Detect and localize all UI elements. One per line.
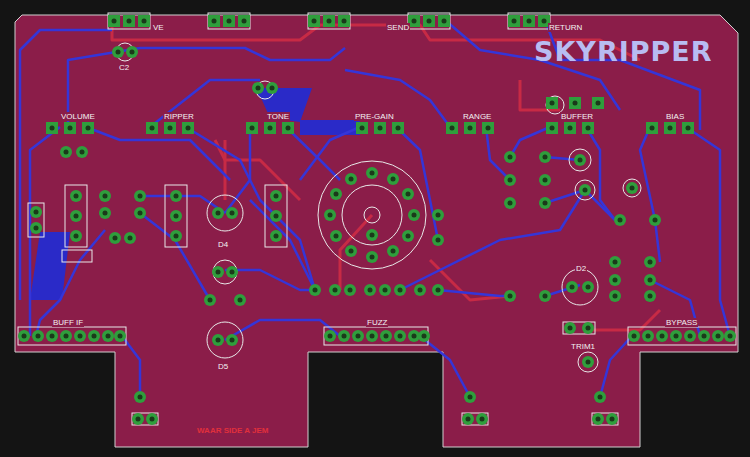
silkscreen-label: SEND	[386, 23, 410, 32]
board-title: SKYRIPPER	[533, 37, 714, 67]
copper-fill	[30, 88, 360, 300]
silkscreen-label: RIPPER	[163, 112, 195, 121]
silkscreen-label: C2	[118, 63, 130, 72]
silkscreen-label: TONE	[266, 112, 290, 121]
silkscreen-label: PRE-GAIN	[354, 112, 395, 121]
pads	[18, 15, 736, 425]
silkscreen-label: BUFF IF	[52, 318, 84, 327]
silkscreen-label: BYPASS	[665, 318, 698, 327]
silkscreen-label: FUZZ	[366, 318, 388, 327]
silkscreen-label: BIAS	[665, 112, 685, 121]
silkscreen-label: RANGE	[462, 112, 492, 121]
silkscreen-label: D4	[217, 240, 229, 249]
silkscreen-label: WAAR SIDE A JEM	[196, 426, 269, 435]
silkscreen-label: RETURN	[548, 23, 583, 32]
silkscreen-label: D2	[575, 264, 587, 273]
silkscreen-label: D5	[217, 362, 229, 371]
silkscreen-label: VOLUME	[60, 112, 96, 121]
silkscreen-label: VE	[152, 23, 165, 32]
silkscreen-label: TRIM1	[570, 342, 596, 351]
board-outline	[15, 15, 738, 447]
silkscreen-label: BUFFER	[560, 112, 594, 121]
silkscreen-outlines	[18, 13, 736, 425]
